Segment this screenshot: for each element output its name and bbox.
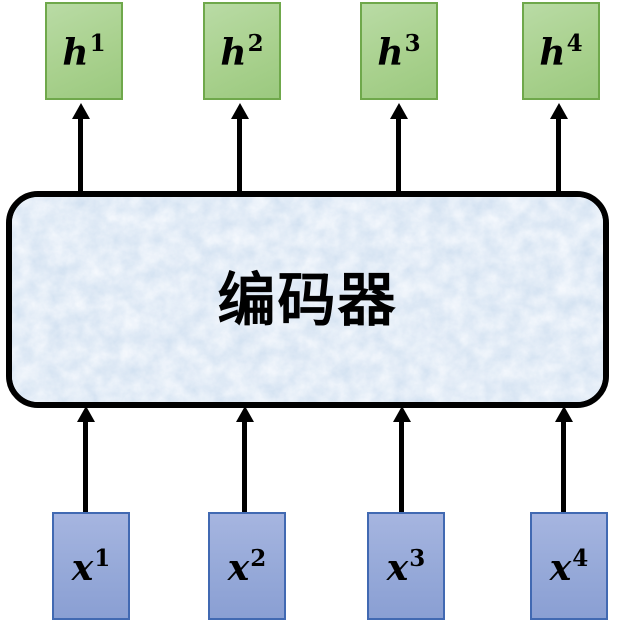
hidden-state-label-h4: h4 (539, 32, 582, 71)
label-base: h (220, 31, 247, 74)
input-label-x4: x4 (550, 547, 588, 586)
input-box-x2: x2 (208, 512, 286, 620)
arrow-shaft (396, 115, 401, 192)
input-arrow-4-up-icon (555, 406, 573, 512)
hidden-state-label-h2: h2 (220, 32, 263, 71)
label-superscript: 2 (250, 544, 267, 572)
label-superscript: 2 (247, 29, 264, 57)
label-superscript: 3 (409, 544, 426, 572)
arrow-head (555, 406, 573, 422)
hidden-state-label-h3: h3 (377, 32, 420, 71)
hidden-state-box-h4: h4 (522, 2, 600, 100)
arrow-shaft (78, 115, 83, 192)
encoder-box: 编码器 (6, 191, 609, 408)
label-superscript: 4 (566, 29, 583, 57)
label-base: x (386, 546, 409, 589)
arrow-shaft (83, 418, 88, 512)
input-box-x4: x4 (530, 512, 608, 620)
label-superscript: 4 (572, 544, 589, 572)
input-box-x1: x1 (52, 512, 130, 620)
label-base: h (539, 31, 566, 74)
encoder-label: 编码器 (217, 265, 398, 334)
label-superscript: 3 (404, 29, 421, 57)
label-base: h (377, 31, 404, 74)
hidden-state-box-h2: h2 (203, 2, 281, 100)
arrow-head (550, 103, 568, 119)
output-arrow-3-up-icon (390, 103, 408, 192)
arrow-head (72, 103, 90, 119)
input-arrow-3-up-icon (393, 406, 411, 512)
label-superscript: 1 (94, 544, 111, 572)
arrow-head (390, 103, 408, 119)
hidden-state-box-h3: h3 (360, 2, 438, 100)
arrow-shaft (399, 418, 404, 512)
arrow-head (77, 406, 95, 422)
hidden-state-label-h1: h1 (62, 32, 105, 71)
output-arrow-4-up-icon (550, 103, 568, 192)
label-base: x (227, 546, 250, 589)
label-superscript: 1 (89, 29, 106, 57)
input-arrow-1-up-icon (77, 406, 95, 512)
input-label-x2: x2 (228, 547, 266, 586)
input-label-x1: x1 (72, 547, 110, 586)
input-arrow-2-up-icon (236, 406, 254, 512)
label-base: x (71, 546, 94, 589)
arrow-head (236, 406, 254, 422)
arrow-shaft (242, 418, 247, 512)
label-base: x (549, 546, 572, 589)
arrow-head (393, 406, 411, 422)
arrow-shaft (237, 115, 242, 192)
arrow-shaft (556, 115, 561, 192)
input-label-x3: x3 (387, 547, 425, 586)
arrow-shaft (561, 418, 566, 512)
label-base: h (62, 31, 89, 74)
arrow-head (231, 103, 249, 119)
hidden-state-box-h1: h1 (45, 2, 123, 100)
paper-texture (12, 197, 603, 402)
input-box-x3: x3 (367, 512, 445, 620)
output-arrow-2-up-icon (231, 103, 249, 192)
output-arrow-1-up-icon (72, 103, 90, 192)
